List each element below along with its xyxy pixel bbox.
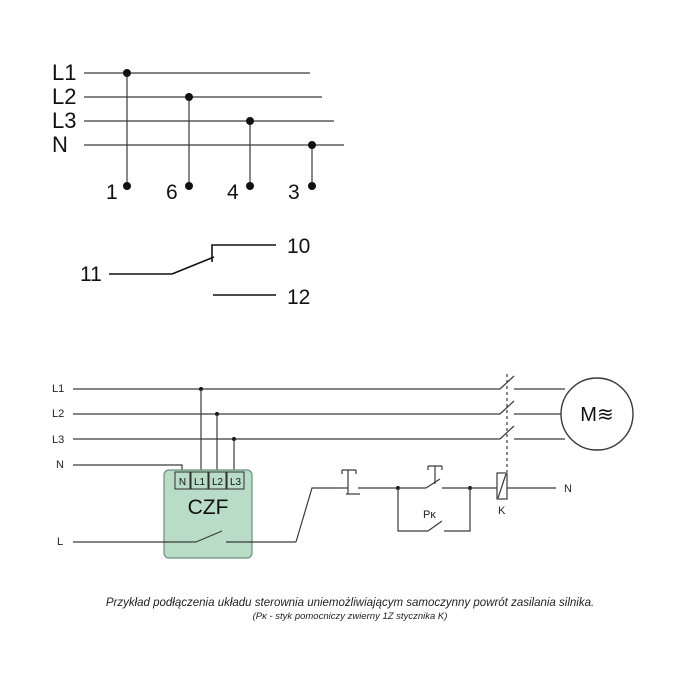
terminal-dot [246, 182, 254, 190]
junction-dot [185, 93, 193, 101]
terminal-dot [185, 182, 193, 190]
stop-pushbutton [341, 469, 398, 495]
phase-label-l3: L3 [52, 108, 76, 133]
device-terminal [226, 471, 245, 490]
line-label-l1: L1 [52, 383, 64, 395]
device-terminal-label-l1: L1 [194, 477, 206, 488]
start-contact-blade [425, 478, 441, 489]
line-label-l3: L3 [52, 434, 64, 446]
caption-note: (Pκ - styk pomocniczy zwierny 1Z styczni… [252, 611, 448, 622]
terminal-label-1: 1 [106, 181, 118, 204]
terminal-dot [308, 182, 316, 190]
device-terminal [190, 471, 209, 490]
aux-contact-label: Pκ [423, 509, 436, 521]
contact-label-12: 12 [287, 286, 310, 309]
neutral-label: N [564, 483, 572, 495]
junction-dot [246, 117, 254, 125]
control-wire [295, 487, 342, 543]
motor-symbol [560, 377, 634, 451]
terminal-label-4: 4 [227, 181, 239, 204]
terminal-diagram: L1 L2 L3 N 1 6 4 3 [52, 60, 344, 204]
contact-no-lead [211, 244, 276, 262]
start-pushbutton [398, 465, 470, 489]
line-label-n: N [56, 459, 64, 471]
schematic: L1 L2 L3 N L M≋ [52, 374, 634, 559]
terminal-label-6: 6 [166, 181, 178, 204]
contactor-main-contact [499, 400, 515, 415]
device-terminal-label-l2: L2 [212, 477, 224, 488]
motor-label: M≋ [580, 404, 613, 426]
line-label-l2: L2 [52, 408, 64, 420]
junction-dot [308, 141, 316, 149]
device-terminal-label-n: N [179, 477, 186, 488]
contactor-label: K [498, 505, 506, 517]
contactor-main-contact [499, 425, 515, 440]
contact-diagram: 11 10 12 [80, 235, 310, 309]
device-terminal [174, 471, 191, 490]
phase-label-l2: L2 [52, 84, 76, 109]
contact-blade [171, 256, 215, 275]
aux-contact-right [444, 488, 471, 532]
aux-contact-blade [427, 520, 443, 532]
start-button-actuator [427, 465, 443, 484]
terminal-label-3: 3 [288, 181, 300, 204]
junction-dot [123, 69, 131, 77]
aux-contact-pk: Pκ [397, 488, 471, 532]
czf-device [163, 469, 253, 559]
device-terminal-block: N L1 L2 L3 [174, 471, 245, 490]
phase-label-l1: L1 [52, 60, 76, 85]
coil-slash [497, 473, 507, 499]
device-internal-contact [195, 530, 223, 543]
contact-label-10: 10 [287, 235, 310, 258]
stop-button-actuator [341, 469, 357, 494]
terminal-dot [123, 182, 131, 190]
device-terminal [208, 471, 227, 490]
device-name: CZF [188, 496, 229, 519]
aux-contact-left [397, 488, 428, 532]
caption-main: Przykład podłączenia układu sterownia un… [105, 597, 595, 609]
line-label-l: L [57, 536, 63, 548]
contact-label-11: 11 [80, 263, 102, 286]
phase-label-n: N [52, 132, 68, 157]
device-terminal-label-l3: L3 [230, 477, 242, 488]
